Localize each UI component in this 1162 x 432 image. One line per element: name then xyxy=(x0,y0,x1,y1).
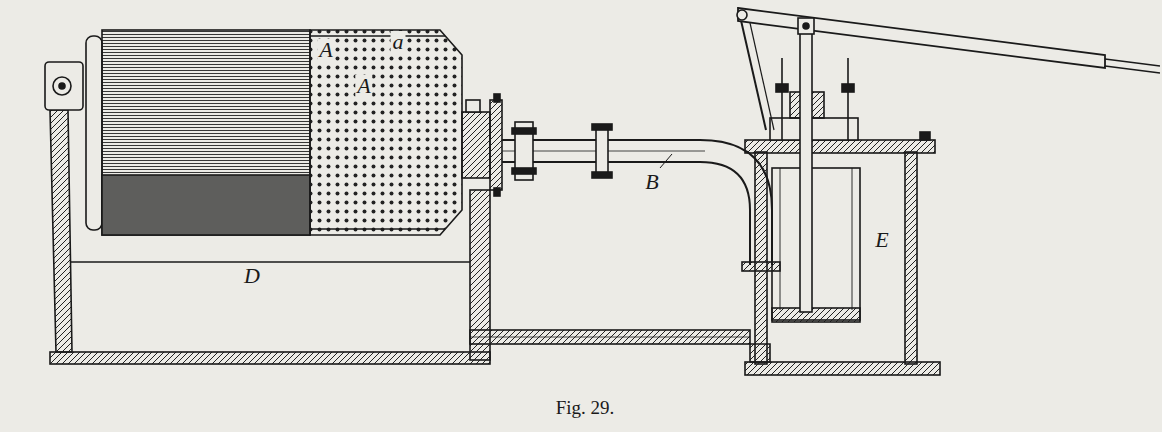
part-letter: A xyxy=(355,75,372,97)
part-letter: B xyxy=(643,171,660,193)
figure-caption: Fig. 29. xyxy=(556,397,615,419)
part-letter: a xyxy=(391,31,406,53)
part-letter: E xyxy=(873,229,890,251)
part-letter: D xyxy=(242,265,262,287)
part-letter: A xyxy=(317,39,334,61)
